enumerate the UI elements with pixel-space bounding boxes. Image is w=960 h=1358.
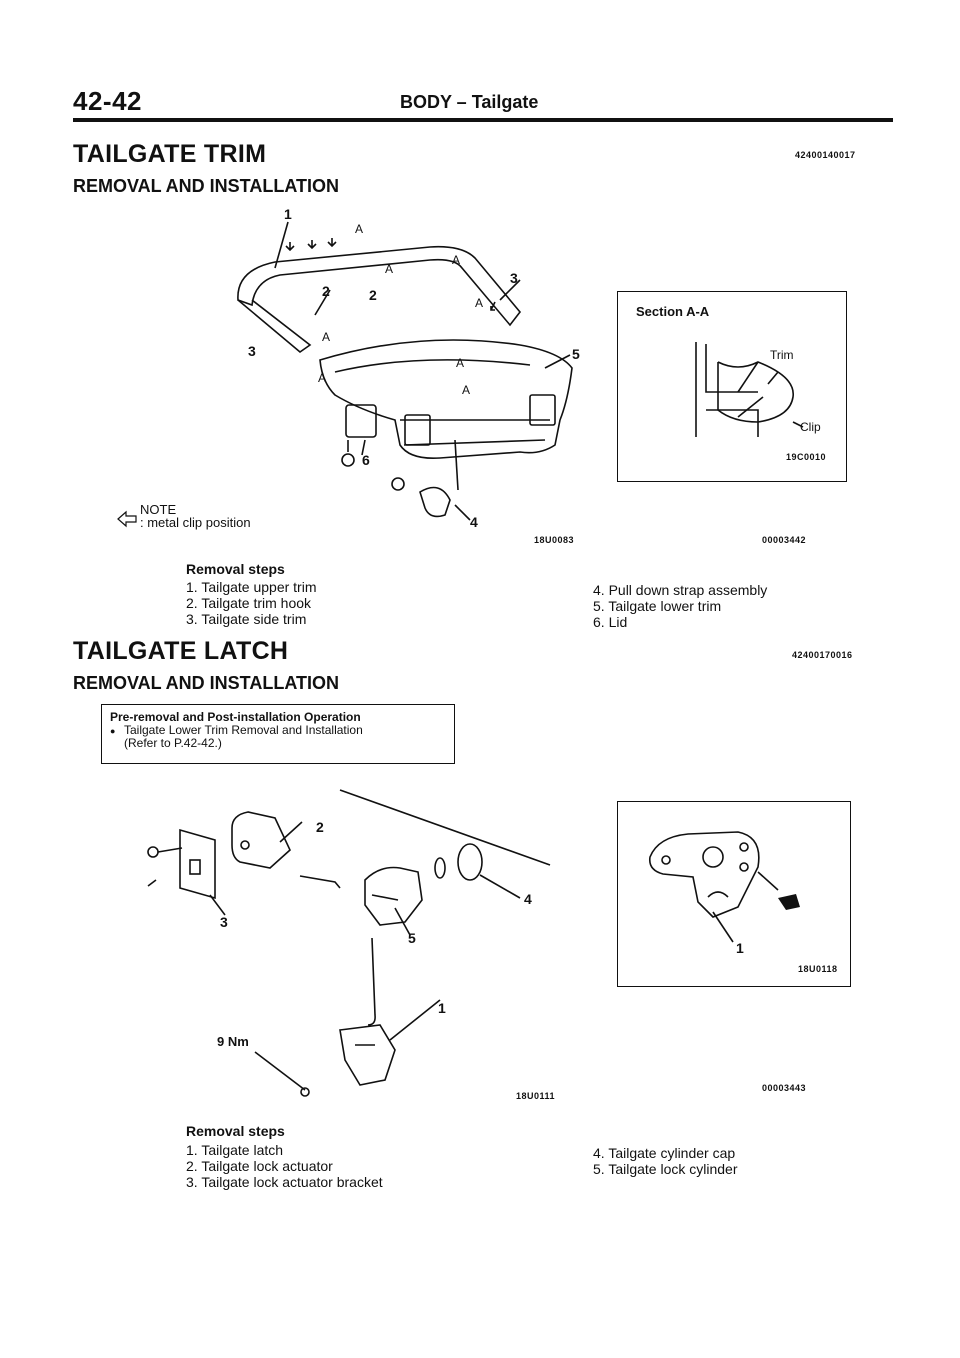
latch-code: 42400170016 — [792, 650, 853, 660]
section-title: BODY – Tailgate — [400, 92, 539, 112]
note-text: : metal clip position — [140, 515, 251, 530]
trim-steps-right: 4. Pull down strap assembly 5. Tailgate … — [593, 582, 767, 630]
step-item: 4. Pull down strap assembly — [593, 582, 768, 598]
latch-detail-box: 1 18U0118 — [617, 801, 851, 987]
section-mark-a: A — [322, 330, 331, 344]
trim-code: 42400140017 — [795, 150, 856, 160]
section-mark-a: A — [318, 371, 327, 385]
latch-callout-1: 1 — [438, 1000, 446, 1016]
clip-section-diagram — [695, 342, 804, 437]
section-mark-a: A — [452, 253, 461, 267]
latch-callout-5: 5 — [408, 930, 416, 946]
section-aa-box: Section A-A Trim Clip 19C0010 — [617, 291, 847, 482]
latch-detail-diagram — [648, 831, 800, 943]
latch-title: TAILGATE LATCH — [73, 637, 289, 665]
operation-item: Tailgate Lower Trim Removal and Installa… — [110, 724, 446, 739]
latch-steps-right: 4. Tailgate cylinder cap 5. Tailgate loc… — [593, 1145, 737, 1177]
trim-steps-left: 1. Tailgate upper trim 2. Tailgate trim … — [186, 579, 316, 627]
clip-label: Clip — [800, 420, 821, 434]
page-number: 42-42 — [73, 86, 142, 116]
step-item: 6. Lid — [593, 614, 628, 630]
detail-figure-code: 00003443 — [762, 1083, 807, 1093]
trim-callout-6: 6 — [362, 452, 370, 468]
operation-title: Pre-removal and Post-installation Operat… — [110, 710, 361, 724]
section-mark-a: A — [456, 356, 465, 370]
trim-callout-3a: 3 — [510, 270, 518, 286]
detail-box-code: 18U0118 — [798, 964, 838, 974]
trim-figure-code: 18U0083 — [534, 535, 575, 545]
latch-subtitle: REMOVAL AND INSTALLATION — [73, 673, 339, 693]
section-mark-a: A — [462, 383, 471, 397]
latch-callout-4: 4 — [524, 891, 532, 907]
latch-callout-2: 2 — [316, 819, 324, 835]
section-figure-code: 00003442 — [762, 535, 807, 545]
step-item: 2. Tailgate trim hook — [186, 595, 312, 611]
step-item: 2. Tailgate lock actuator — [186, 1158, 333, 1174]
trim-title: TAILGATE TRIM — [73, 140, 267, 168]
section-mark-a: A — [385, 262, 394, 276]
section-mark-a: A — [355, 222, 364, 236]
trim-callout-2a: 2 — [322, 283, 330, 299]
header-rule — [73, 118, 893, 122]
section-aa-title: Section A-A — [636, 304, 710, 319]
torque-spec: 9 Nm — [217, 1034, 249, 1049]
trim-steps-title: Removal steps — [186, 561, 285, 577]
section-box-code: 19C0010 — [786, 452, 827, 462]
step-item: 3. Tailgate lock actuator bracket — [186, 1174, 383, 1190]
step-item: 4. Tailgate cylinder cap — [593, 1145, 736, 1161]
trim-callout-4: 4 — [470, 514, 478, 530]
latch-steps-title: Removal steps — [186, 1123, 285, 1139]
latch-steps-left: 1. Tailgate latch 2. Tailgate lock actua… — [186, 1142, 383, 1190]
latch-figure-code: 18U0111 — [516, 1091, 556, 1101]
trim-label: Trim — [770, 348, 794, 362]
trim-callout-2b: 2 — [369, 287, 377, 303]
latch-callout-3: 3 — [220, 914, 228, 930]
trim-callout-1: 1 — [284, 206, 292, 222]
operation-item-ref: (Refer to P.42-42.) — [124, 736, 222, 750]
step-item: 1. Tailgate upper trim — [186, 579, 317, 595]
trim-subtitle: REMOVAL AND INSTALLATION — [73, 176, 339, 196]
trim-callout-3b: 3 — [248, 343, 256, 359]
detail-callout-1: 1 — [736, 940, 744, 956]
note-title: NOTE — [140, 502, 177, 517]
operation-box: Pre-removal and Post-installation Operat… — [101, 704, 455, 764]
step-item: 3. Tailgate side trim — [186, 611, 307, 627]
step-item: 1. Tailgate latch — [186, 1142, 284, 1158]
step-item: 5. Tailgate lock cylinder — [593, 1161, 738, 1177]
step-item: 5. Tailgate lower trim — [593, 598, 722, 614]
section-mark-a: A — [475, 296, 484, 310]
trim-callout-5: 5 — [572, 346, 580, 362]
